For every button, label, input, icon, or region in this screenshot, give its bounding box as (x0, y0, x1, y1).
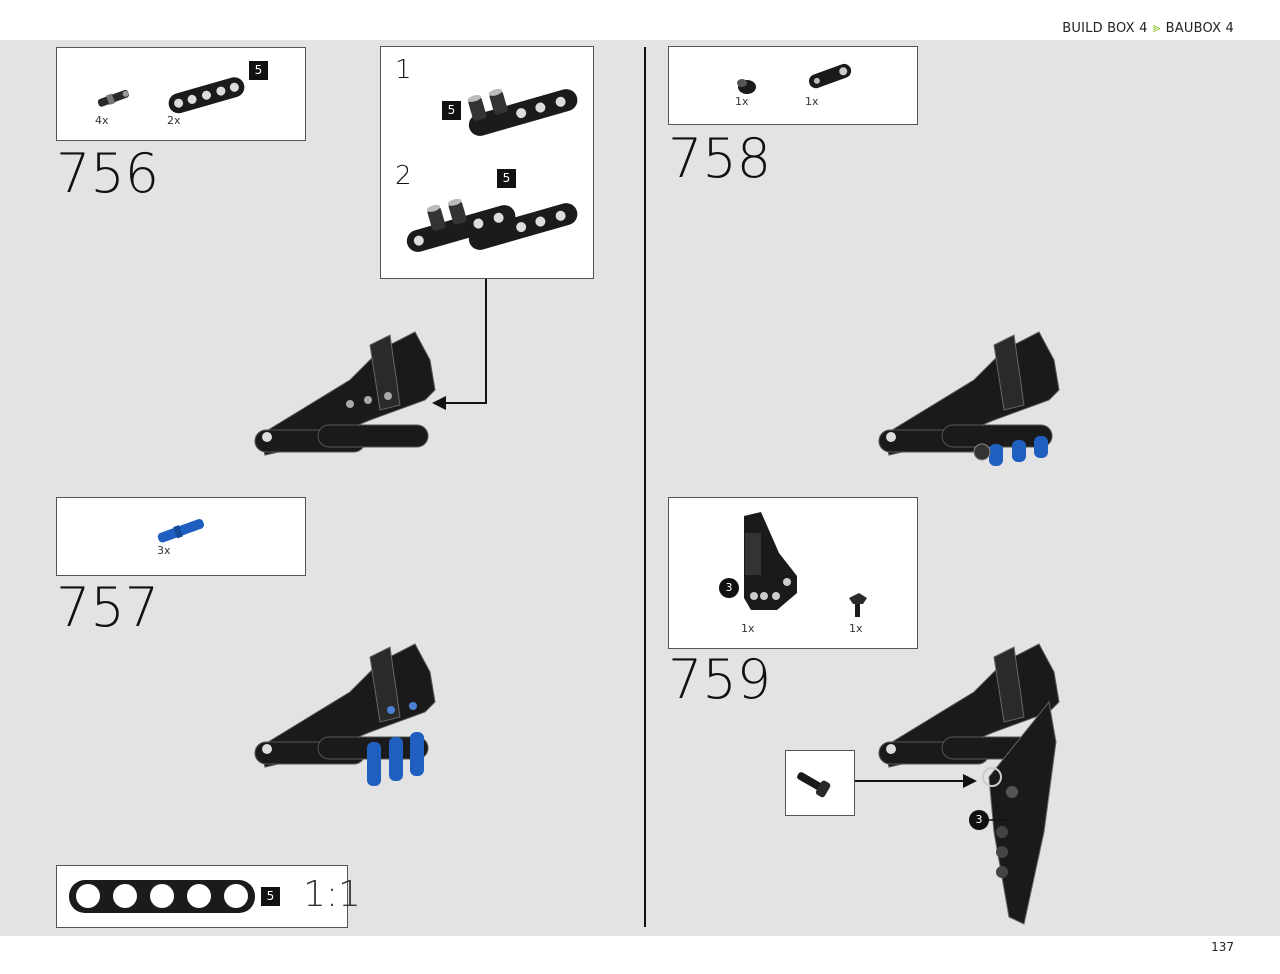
assembly-arrow (855, 774, 977, 788)
beam-5-icon (168, 77, 245, 114)
connector-detail-icon (797, 772, 831, 798)
length-badge: 5 (261, 887, 280, 906)
part-qty: 1x (849, 622, 863, 635)
scale-label: 1:1 (303, 874, 361, 915)
model-assembly-757 (254, 643, 436, 786)
part-qty: 1x (735, 95, 749, 108)
step-number: 756 (56, 142, 160, 205)
part-qty: 1x (741, 622, 755, 635)
double-beam-assembly-icon (406, 198, 578, 252)
part-qty: 3x (157, 544, 171, 557)
substep-number: 2 (395, 161, 412, 191)
bush-icon (737, 79, 756, 94)
substep-number: 1 (395, 55, 412, 85)
step-number: 757 (56, 576, 160, 639)
length-badge: 5 (497, 169, 516, 188)
parts-callout-756: 4x 2x 5 (56, 47, 306, 141)
part-qty: 4x (95, 114, 109, 127)
baubox-label: BAUBOX 4 (1165, 20, 1234, 36)
breadcrumb: BUILD BOX 4 ⪢ BAUBOX 4 (1062, 20, 1234, 36)
part-qty: 2x (167, 114, 181, 127)
scale-reference: 5 1:1 (56, 865, 361, 928)
length-badge: 5 (249, 61, 268, 80)
instruction-canvas (0, 40, 1280, 936)
part-qty: 1x (805, 95, 819, 108)
arrow-chevron-icon: ⪢ (1152, 20, 1161, 36)
callout-count-badge: 3 (719, 578, 739, 598)
build-box-label: BUILD BOX 4 (1062, 20, 1148, 36)
panel-frame-icon (744, 512, 797, 610)
beam-with-pins-icon (467, 88, 578, 136)
blue-pin-icon (157, 518, 205, 543)
model-assembly-759 (878, 643, 1060, 925)
assembly-arrow (432, 279, 487, 410)
page-header: BUILD BOX 4 ⪢ BAUBOX 4 (0, 0, 1280, 40)
column-divider (644, 47, 646, 927)
parts-callout-759: 3 1x 1x (668, 497, 918, 649)
pin-connector-icon (849, 593, 867, 617)
step-number: 759 (668, 648, 772, 711)
page-number: 137 (1211, 940, 1234, 954)
beam-5-scale-icon (69, 880, 255, 913)
parts-callout-757: 3x (56, 497, 306, 576)
length-badge: 5 (442, 101, 461, 120)
model-assembly-756 (254, 331, 436, 456)
parts-callout-758: 1x 1x (668, 46, 918, 125)
substep-callout-756: 1 5 2 5 (380, 46, 594, 279)
step-number: 758 (668, 127, 772, 190)
callout-count-badge: 3 (969, 810, 989, 830)
cross-block-icon (808, 63, 852, 89)
model-assembly-758 (878, 331, 1060, 466)
axle-connector-icon (97, 89, 129, 107)
callout-leader-line (988, 819, 1006, 821)
inset-callout-759 (785, 750, 855, 816)
